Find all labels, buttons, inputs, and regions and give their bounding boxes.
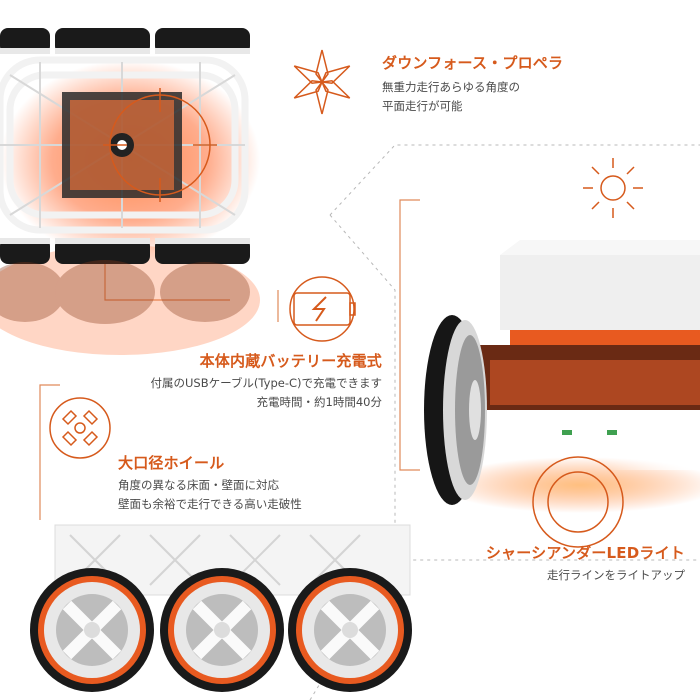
target-marker <box>103 88 217 202</box>
propeller-title: ダウンフォース・プロペラ <box>382 54 564 72</box>
front-wheel-right <box>288 568 412 692</box>
propeller-desc: 無重力走行あらゆる角度の 平面走行が可能 <box>382 78 520 116</box>
robot-top-view <box>0 28 260 355</box>
wheel-desc-line-1: 角度の異なる床面・壁面に対応 <box>118 478 279 492</box>
robot-front-view <box>30 524 412 692</box>
battery-desc-line-1: 付属のUSBケーブル(Type-C)で充電できます <box>150 376 382 390</box>
wheel-desc: 角度の異なる床面・壁面に対応 壁面も余裕で走行できる高い走破性 <box>118 476 302 514</box>
battery-title: 本体内蔵バッテリー充電式 <box>199 352 382 370</box>
battery-desc: 付属のUSBケーブル(Type-C)で充電できます 充電時間・約1時間40分 <box>151 374 382 412</box>
led-desc: 走行ラインをライトアップ <box>547 566 685 585</box>
led-desc-line-1: 走行ラインをライトアップ <box>547 568 685 582</box>
wheel-icon <box>49 397 111 459</box>
propeller-icon <box>293 49 351 115</box>
front-wheel-center <box>160 568 284 692</box>
battery-desc-line-2: 充電時間・約1時間40分 <box>256 395 382 409</box>
bracket-lines <box>39 199 420 520</box>
robot-side-view <box>424 240 700 548</box>
propeller-desc-line-1: 無重力走行あらゆる角度の <box>382 80 520 94</box>
wheel-title: 大口径ホイール <box>118 454 225 472</box>
front-wheel-left <box>30 568 154 692</box>
battery-charging-icon <box>289 276 356 342</box>
propeller-desc-line-2: 平面走行が可能 <box>382 99 463 113</box>
wheel-desc-line-2: 壁面も余裕で走行できる高い走破性 <box>118 497 302 511</box>
light-icon <box>583 158 643 218</box>
led-title: シャーシアンダーLEDライト <box>485 544 685 562</box>
